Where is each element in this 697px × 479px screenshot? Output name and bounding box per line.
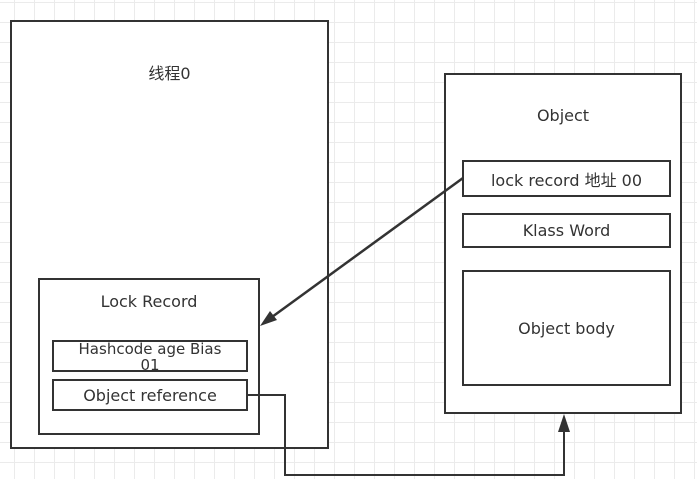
object-body-label: Object body — [518, 318, 615, 338]
hashcode-age-bias-label: Hashcode age Bias 01 — [78, 340, 222, 372]
klass-word-cell[interactable]: Klass Word — [462, 213, 671, 248]
lock-record-address-label: lock record 地址 00 — [490, 170, 643, 190]
object-body-cell[interactable]: Object body — [462, 270, 671, 386]
lock-record-title: Lock Record — [100, 292, 198, 311]
object-reference-label: Object reference — [83, 385, 217, 405]
arrowhead-object-icon — [558, 414, 570, 432]
hashcode-age-bias-cell[interactable]: Hashcode age Bias 01 — [52, 340, 248, 372]
lock-record-address-cell[interactable]: lock record 地址 00 — [462, 160, 671, 197]
thread-title: 线程0 — [148, 64, 191, 83]
klass-word-label: Klass Word — [522, 221, 611, 240]
object-reference-cell[interactable]: Object reference — [52, 379, 248, 411]
object-title: Object — [536, 106, 590, 125]
